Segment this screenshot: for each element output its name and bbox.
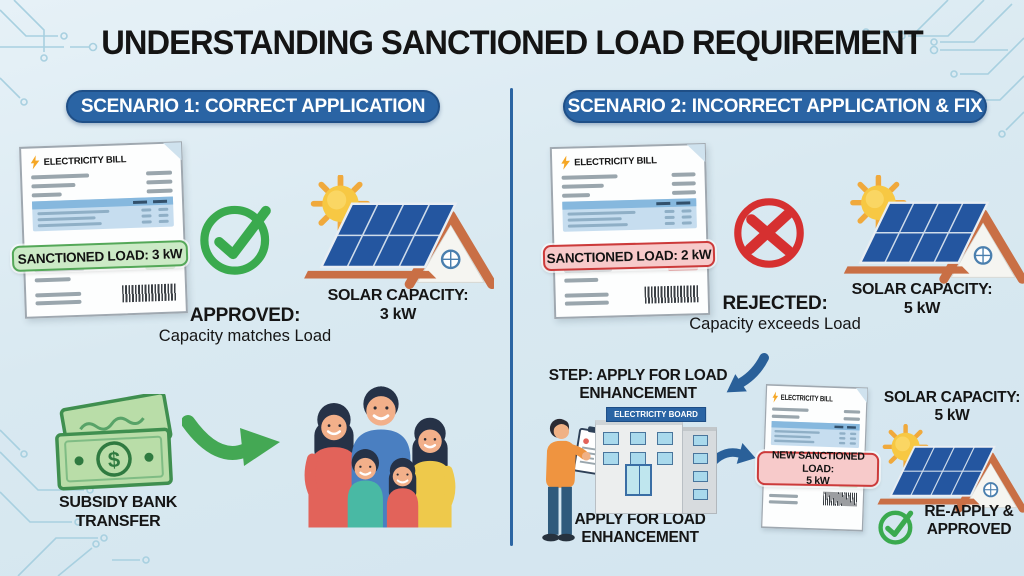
bill-line-row xyxy=(31,179,173,189)
electricity-board-sign: ELECTRICITY BOARD xyxy=(606,407,706,422)
reapproved-check-icon xyxy=(878,510,914,545)
son-figure xyxy=(347,449,383,528)
bill-header: ELECTRICITY BILL xyxy=(772,391,861,407)
rejected-subtitle: Capacity exceeds Load xyxy=(689,315,861,333)
bill-header: ELECTRICITY BILL xyxy=(561,151,695,171)
bill-table xyxy=(770,421,860,449)
bill-line-row xyxy=(31,170,173,180)
bill-line-row xyxy=(31,188,173,198)
scenario-divider xyxy=(510,88,513,546)
approved-subtitle: Capacity matches Load xyxy=(158,327,332,345)
subsidy-caption: SUBSIDY BANK TRANSFER xyxy=(59,494,177,530)
bill-line-row xyxy=(561,181,696,189)
subsidy-money-icon: $ xyxy=(55,394,173,491)
new-electricity-bill: ELECTRICITY BILL xyxy=(760,384,868,532)
bill-line-row xyxy=(34,274,176,283)
solar-house-illustration-s1 xyxy=(304,175,494,290)
rejected-title: REJECTED: xyxy=(722,293,828,314)
solar-house-illustration-s2 xyxy=(843,175,1024,284)
bill-table xyxy=(31,196,174,232)
bill-line-row xyxy=(772,407,861,414)
mother-figure xyxy=(304,403,360,528)
apply-caption: APPLY FOR LOAD ENHANCEMENT xyxy=(574,511,706,547)
bill-line-row xyxy=(561,172,696,180)
bill-header: ELECTRICITY BILL xyxy=(30,150,171,171)
bill-line-row xyxy=(562,190,697,198)
bill-title: ELECTRICITY BILL xyxy=(780,392,833,404)
page-fold-icon xyxy=(162,142,182,161)
scenario1-header: SCENARIO 1: CORRECT APPLICATION xyxy=(66,90,440,123)
scenario2-header: SCENARIO 2: INCORRECT APPLICATION & FIX xyxy=(563,90,987,123)
sanctioned-load-badge-s2: SANCTIONED LOAD: 2 kW xyxy=(542,240,716,272)
solar-capacity-caption-s1: SOLAR CAPACITY: 3 kW xyxy=(327,287,469,323)
page-fold-icon xyxy=(686,144,706,163)
barcode-icon xyxy=(121,283,177,303)
building-door xyxy=(625,464,652,496)
lightning-bolt-icon xyxy=(561,155,571,170)
daughter-figure xyxy=(408,417,456,528)
bill-title: ELECTRICITY BILL xyxy=(574,154,657,168)
solar-panel-icon xyxy=(319,202,458,269)
electricity-bill-scenario2: ELECTRICITY BILL xyxy=(549,142,711,320)
transfer-arrow-icon xyxy=(182,415,280,466)
rejected-x-icon xyxy=(734,198,804,268)
solar-panel-icon xyxy=(858,201,990,264)
bill-line-row xyxy=(564,275,698,283)
bill-footer xyxy=(768,490,858,507)
reapply-caption: RE-APPLY & APPROVED xyxy=(924,503,1014,539)
approved-result: APPROVED: Capacity matches Load xyxy=(135,305,355,346)
solar-capacity-caption-s2-bottom: SOLAR CAPACITY: 5 kW xyxy=(883,389,1021,425)
step-caption: STEP: APPLY FOR LOAD ENHANCEMENT xyxy=(548,367,728,403)
younger-daughter-figure xyxy=(386,457,419,528)
page-title: UNDERSTANDING SANCTIONED LOAD REQUIREMEN… xyxy=(101,24,923,62)
fix-step-arrow-icon xyxy=(726,352,769,393)
roof-strip xyxy=(304,270,437,279)
solar-panel-icon xyxy=(889,445,996,497)
dollar-icon: $ xyxy=(107,447,121,473)
barcode-icon xyxy=(822,491,858,507)
lightning-bolt-icon xyxy=(772,391,779,403)
lightning-bolt-icon xyxy=(30,155,40,170)
solar-house-illustration-s2-small xyxy=(877,424,1024,513)
solar-capacity-caption-s2-top: SOLAR CAPACITY: 5 kW xyxy=(851,281,993,317)
roof-strip xyxy=(843,266,970,274)
approved-title: APPROVED: xyxy=(189,305,301,326)
electricity-board-building: ELECTRICITY BOARD xyxy=(595,407,717,517)
new-sanctioned-load-badge: NEW SANCTIONED LOAD: 5 kW xyxy=(756,449,880,487)
bill-table xyxy=(562,198,697,232)
approved-check-icon xyxy=(200,205,271,275)
bill-line-row xyxy=(771,414,861,421)
bill-footer xyxy=(35,283,177,306)
bill-title: ELECTRICITY BILL xyxy=(43,153,127,168)
rejected-result: REJECTED: Capacity exceeds Load xyxy=(665,293,885,334)
page-fold-icon xyxy=(855,387,868,403)
electricity-bill-scenario1: ELECTRICITY BILL xyxy=(19,141,188,319)
family-illustration xyxy=(304,386,456,528)
roof-strip xyxy=(877,498,980,505)
